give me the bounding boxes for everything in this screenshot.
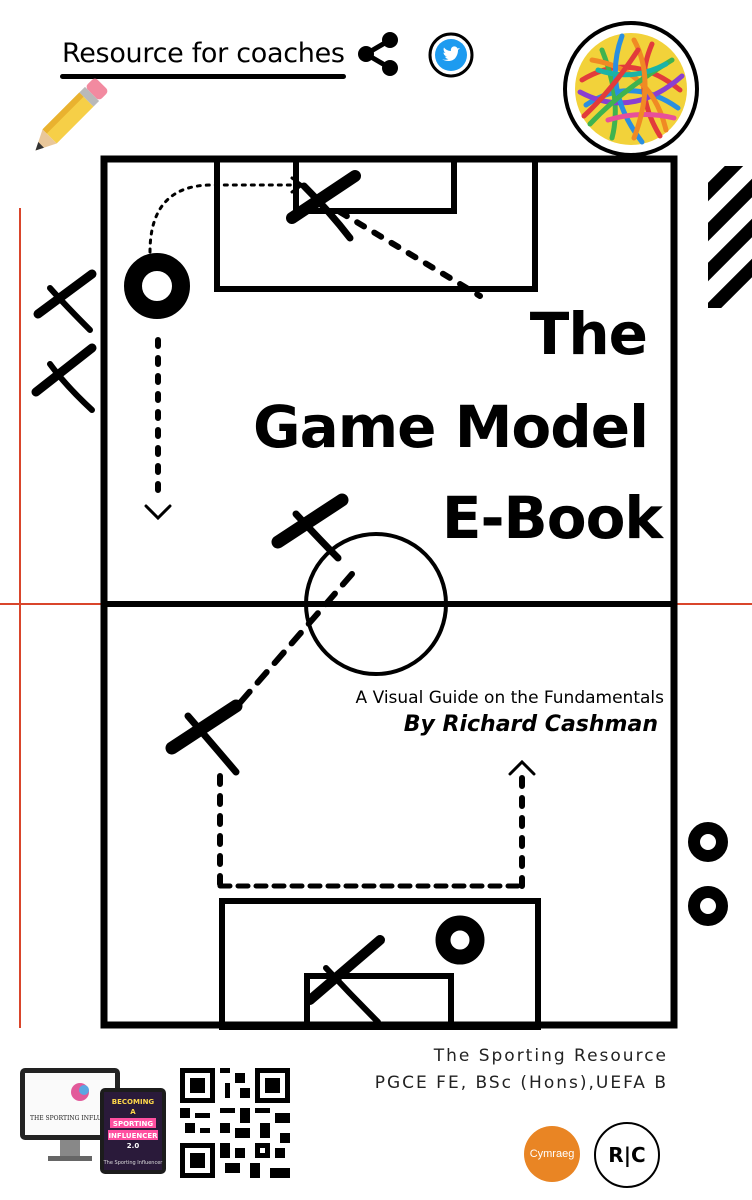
mockup-tablet-line: INFLUENCER: [108, 1132, 158, 1140]
cymraeg-badge[interactable]: Cymraeg: [524, 1126, 580, 1182]
mockup-tablet-line: A: [130, 1108, 136, 1116]
title-line-1: The: [529, 300, 648, 368]
qr-code[interactable]: [180, 1068, 290, 1178]
mockup-tablet-line: BECOMING: [112, 1098, 155, 1106]
top-penalty-box: [214, 156, 538, 292]
player-x-marker: [165, 699, 243, 776]
twitter-icon[interactable]: [428, 32, 474, 78]
org-qualifications: PGCE FE, BSc (Hons),UEFA B: [374, 1073, 668, 1093]
player-o-marker: [435, 915, 485, 965]
arrow-pass-midfield: [229, 571, 355, 715]
title-line-2: Game Model: [252, 393, 649, 461]
player-o-marker: [124, 253, 190, 319]
player-x-marker: [305, 935, 385, 1025]
share-icon[interactable]: [352, 28, 404, 80]
pencil-icon: [35, 78, 108, 151]
subtitle: A Visual Guide on the Fundamentals: [355, 688, 664, 708]
player-o-marker: [688, 822, 728, 862]
mockup-tablet-line: 2.0: [127, 1142, 140, 1150]
player-x-marker: [33, 269, 97, 333]
mockup-tablet-footer: The Sporting Influencer: [103, 1160, 164, 1166]
arrow-head: [290, 176, 305, 194]
player-o-marker: [688, 886, 728, 926]
mockup-tablet-line: SPORTING: [113, 1120, 153, 1128]
arrow-pass-diagonal: [337, 209, 483, 299]
mockup-screen-text: THE SPORTING INFLU: [30, 1115, 102, 1122]
rubber-band-ball-image: [563, 21, 699, 157]
player-x-marker: [286, 170, 361, 242]
centre-spot: [373, 601, 379, 607]
player-x-marker: [31, 343, 97, 413]
resource-label-underline: [60, 74, 346, 79]
hatch-decoration: [708, 166, 752, 308]
ebook-mockup-image: THE SPORTING INFLU BECOMING A SPORTING I…: [20, 1068, 166, 1174]
arrow-pass-top: [148, 183, 302, 254]
resource-label: Resource for coaches: [62, 38, 345, 69]
arrow-head: [508, 759, 536, 776]
arrow-head: [144, 504, 172, 521]
org-name: The Sporting Resource: [433, 1046, 668, 1066]
rc-logo: R|C: [594, 1122, 660, 1188]
centre-circle: [304, 532, 448, 676]
bottom-penalty-box: [219, 898, 541, 1030]
player-x-marker: [271, 493, 349, 562]
author-byline: By Richard Cashman: [403, 712, 658, 737]
title-line-3: E-Book: [441, 484, 663, 552]
